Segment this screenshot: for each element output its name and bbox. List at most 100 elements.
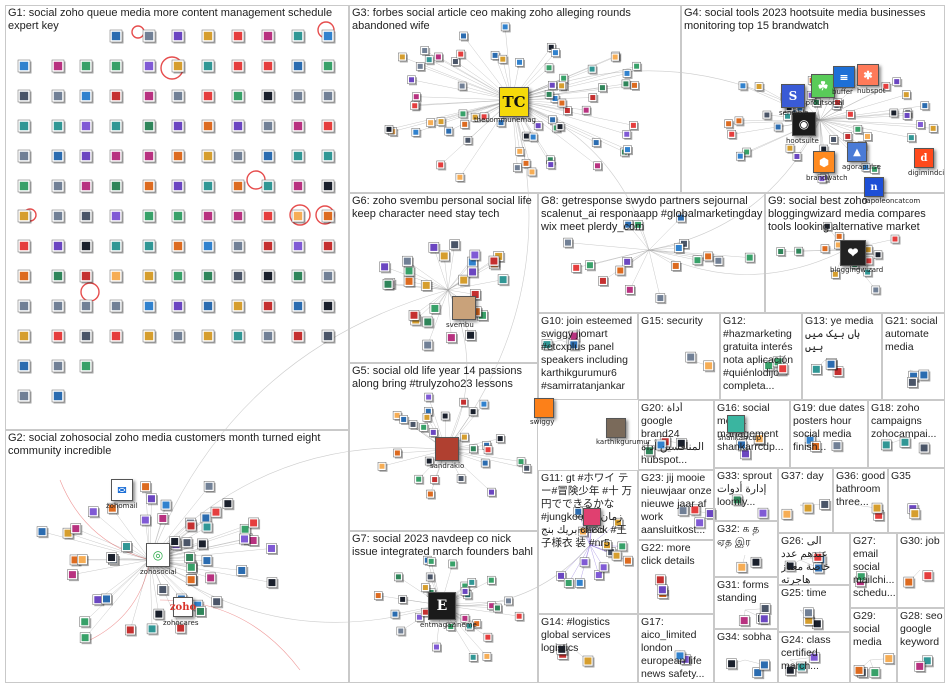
g18-node[interactable] — [899, 437, 912, 449]
g8-node[interactable] — [625, 285, 636, 296]
g3-node[interactable] — [412, 92, 422, 103]
g7-node[interactable] — [426, 557, 437, 567]
g1-node[interactable] — [109, 179, 124, 194]
g3-node[interactable] — [548, 80, 558, 91]
g6-node[interactable] — [382, 278, 395, 291]
g1-node[interactable] — [321, 299, 336, 314]
g1-node[interactable] — [142, 209, 157, 224]
g2-node[interactable] — [210, 506, 223, 519]
g7-node[interactable] — [421, 583, 431, 594]
g1-node[interactable] — [17, 209, 32, 224]
g8-node[interactable] — [671, 261, 682, 272]
g2-node[interactable] — [236, 565, 249, 577]
g3-node[interactable] — [598, 83, 608, 94]
g1-node[interactable] — [201, 239, 216, 254]
g2-node[interactable] — [125, 624, 137, 637]
g18-node[interactable] — [918, 442, 931, 455]
g2-node[interactable] — [184, 552, 197, 564]
g7-node[interactable] — [487, 575, 497, 586]
g1-node[interactable] — [291, 149, 306, 164]
g4-node[interactable] — [817, 174, 828, 185]
g3-node[interactable] — [528, 132, 539, 143]
hub-node-entmagazineme[interactable]: E — [428, 592, 456, 620]
g2-node[interactable] — [266, 577, 279, 590]
g5-node[interactable] — [459, 397, 470, 408]
g2-node[interactable] — [211, 596, 224, 609]
g8-node[interactable] — [674, 243, 685, 254]
g3-node[interactable] — [632, 61, 643, 72]
g1-node[interactable] — [51, 329, 66, 344]
g33-node[interactable] — [757, 507, 770, 520]
g1-node[interactable] — [17, 179, 32, 194]
g3-node[interactable] — [557, 81, 568, 92]
hub-node-brandwatch[interactable]: ⬢ — [813, 151, 835, 173]
g1-node[interactable] — [171, 119, 186, 134]
g1-node[interactable] — [17, 239, 32, 254]
g30-node[interactable] — [903, 576, 916, 589]
g1-node[interactable] — [79, 149, 94, 164]
g1-node[interactable] — [171, 209, 186, 224]
g2-node[interactable] — [36, 526, 49, 539]
g1-node[interactable] — [171, 89, 186, 104]
g2-node[interactable] — [181, 537, 194, 550]
g18-node[interactable] — [880, 439, 893, 452]
g6-node[interactable] — [446, 332, 458, 345]
g8-node[interactable] — [623, 219, 635, 231]
g6-node[interactable] — [422, 339, 435, 352]
g29-node[interactable] — [883, 653, 896, 666]
g4-node[interactable] — [762, 110, 773, 121]
g1-node[interactable] — [51, 179, 66, 194]
g1-node[interactable] — [17, 119, 32, 134]
g2-node[interactable] — [67, 569, 79, 582]
hub-node-buffer[interactable]: ≡ — [833, 66, 855, 88]
g21-node[interactable] — [907, 377, 919, 389]
g11-node[interactable] — [623, 555, 634, 567]
g24-node[interactable] — [808, 651, 821, 664]
g1-node[interactable] — [17, 269, 32, 284]
g6-node[interactable] — [465, 329, 478, 342]
g1-node[interactable] — [17, 89, 32, 104]
g1-node[interactable] — [79, 179, 94, 194]
g1-node[interactable] — [321, 239, 336, 254]
g5-node[interactable] — [393, 448, 403, 459]
g16-node[interactable] — [753, 433, 766, 446]
g5-node[interactable] — [522, 464, 533, 474]
g4-node[interactable] — [783, 111, 794, 122]
g1-node[interactable] — [261, 149, 276, 164]
g8-node[interactable] — [563, 237, 574, 249]
g1-node[interactable] — [321, 59, 336, 74]
g29-node[interactable] — [869, 667, 882, 680]
g26-node[interactable] — [812, 552, 825, 564]
g1-node[interactable] — [261, 59, 276, 74]
g1-node[interactable] — [231, 299, 246, 314]
g3-node[interactable] — [436, 117, 447, 128]
g1-node[interactable] — [231, 89, 246, 104]
g3-node[interactable] — [587, 64, 598, 75]
g2-node[interactable] — [146, 493, 158, 506]
g3-node[interactable] — [455, 173, 466, 183]
g5-node[interactable] — [460, 432, 470, 443]
g3-node[interactable] — [463, 136, 474, 146]
g1-node[interactable] — [291, 59, 306, 74]
g2-node[interactable] — [239, 533, 251, 546]
g1-node[interactable] — [231, 119, 246, 134]
g1-node[interactable] — [291, 329, 306, 344]
hub-node-svembu[interactable] — [452, 296, 476, 320]
g1-node[interactable] — [109, 269, 124, 284]
g1-node[interactable] — [142, 119, 157, 134]
g1-node[interactable] — [201, 209, 216, 224]
g1-node[interactable] — [231, 269, 246, 284]
g1-node[interactable] — [171, 29, 186, 44]
g1-node[interactable] — [321, 179, 336, 194]
g1-node[interactable] — [171, 269, 186, 284]
g11-node[interactable] — [594, 570, 605, 582]
g1-node[interactable] — [79, 239, 94, 254]
g1-node[interactable] — [231, 149, 246, 164]
g5-node[interactable] — [469, 444, 479, 455]
g2-node[interactable] — [79, 632, 92, 645]
g3-node[interactable] — [444, 126, 455, 137]
g8-node[interactable] — [676, 212, 687, 224]
hub-node-rolexx0[interactable] — [583, 508, 601, 526]
g2-node[interactable] — [175, 622, 188, 635]
g2-node[interactable] — [185, 574, 198, 587]
